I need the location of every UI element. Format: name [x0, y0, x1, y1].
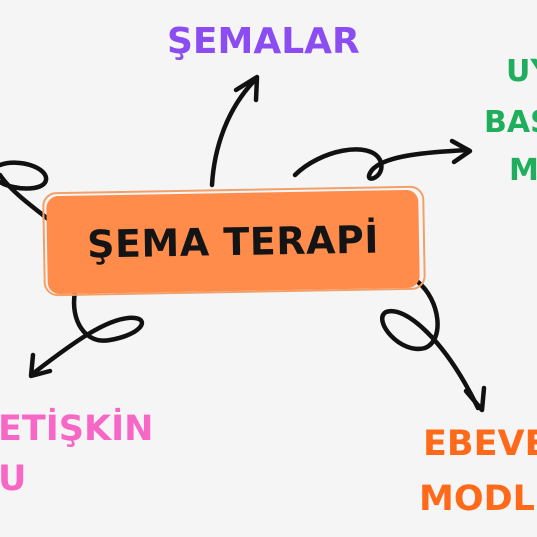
branch-top-label[interactable]: ŞEMALAR	[167, 21, 360, 62]
arrow-to-top-branch	[209, 77, 258, 188]
loop-lower-left	[32, 289, 144, 375]
branch-right-top-line-3: M	[509, 153, 537, 188]
branch-right-bottom-line-2: MODL	[419, 479, 535, 519]
arrowhead-right-upper	[449, 138, 473, 165]
branch-left-bottom-line-2: U	[0, 459, 27, 499]
arrowhead-top	[233, 74, 260, 103]
branch-right-top-line-2: BAŞ	[484, 105, 537, 140]
central-topic-label: ŞEMA TERAPİ	[86, 217, 380, 267]
loop-lower-right	[380, 279, 481, 411]
branch-right-bottom-line-1: EBEVE	[423, 424, 537, 464]
swirl-right-upper	[292, 147, 471, 181]
central-topic-box[interactable]: ŞEMA TERAPİ	[42, 185, 426, 297]
branch-left-bottom-line-1: ETİŞKİN	[0, 409, 154, 449]
loop-upper-left	[0, 160, 55, 225]
arrowhead-lower-left	[28, 352, 53, 379]
branch-right-top-line-1: UY	[506, 54, 537, 89]
arrowhead-lower-right	[463, 385, 487, 413]
